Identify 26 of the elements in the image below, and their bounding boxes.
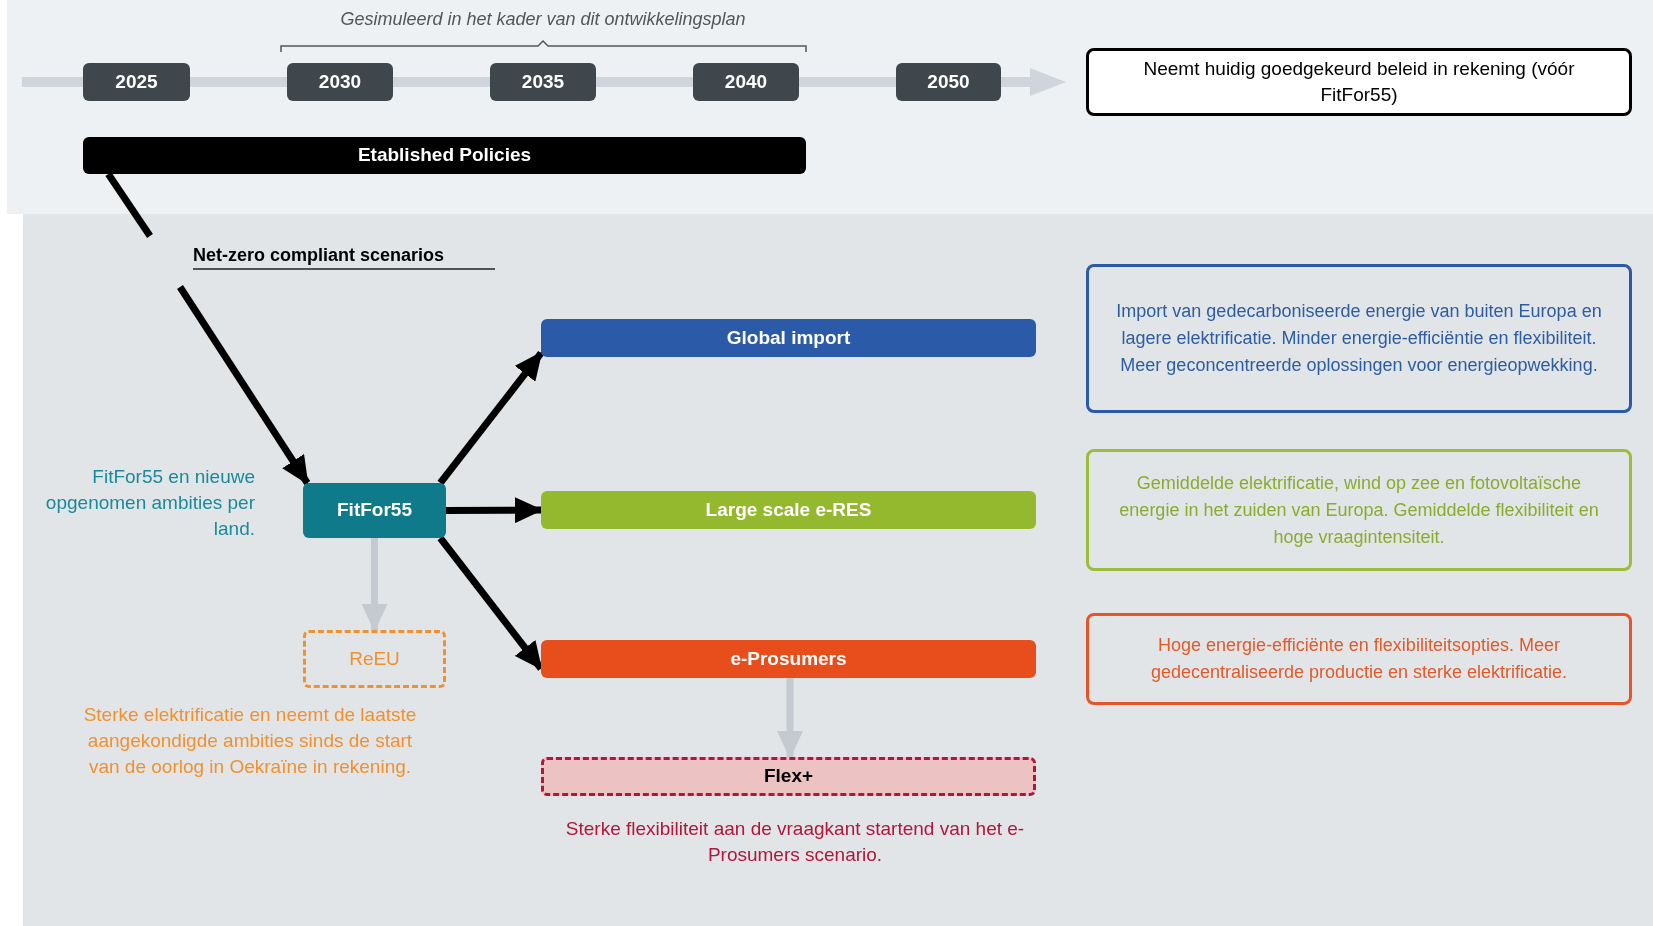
scenario-caption: FitFor55 en nieuwe opgenomen ambities per land. (44, 465, 255, 541)
year-marker: 2035 (490, 63, 596, 101)
year-marker: 2050 (896, 63, 1001, 101)
arrow (177, 285, 311, 485)
year-marker: 2030 (287, 63, 393, 101)
scenario-bar: e-Prosumers (541, 640, 1036, 678)
scenario-caption: Sterke elektrificatie en neemt de laatste aangekondigde ambities sinds de start van de oorlog in Oekraïne in rekening. (82, 703, 418, 779)
description-box: Import van gedecarboniseerde energie van buiten Europa en lagere elektrificatie. Minder energie-efficiëntie en flexibiliteit. Meer geconcentreerde oplossingen voor energieopwekking. (1086, 264, 1632, 413)
arrow (777, 678, 803, 759)
arrow (445, 497, 543, 524)
scenario-box: ReEU (303, 630, 446, 688)
annotation: Gesimuleerd in het kader van dit ontwikkelingsplan (339, 8, 747, 31)
scenario-caption: Sterke flexibiliteit aan de vraagkant startend van het e-Prosumers scenario. (564, 817, 1026, 867)
scenario-bar: Large scale e-RES (541, 491, 1036, 529)
arrow (437, 351, 544, 486)
description-box: Gemiddelde elektrificatie, wind op zee en fotovoltaïsche energie in het zuiden van Europa. Gemiddelde flexibiliteit en hoge vraagintensiteit. (1086, 449, 1632, 571)
scenario-box: FitFor55 (303, 483, 446, 538)
year-marker: 2040 (693, 63, 799, 101)
scenario-bar: Flex+ (541, 757, 1036, 796)
scenario-bar: Global import (541, 319, 1036, 357)
section-heading: Net-zero compliant scenarios (150, 236, 495, 287)
policy-bar: Etablished Policies (83, 137, 806, 174)
description-box: Hoge energie-efficiënte en flexibiliteitsopties. Meer gedecentraliseerde productie en sterke elektrificatie. (1086, 613, 1632, 705)
note-box: Neemt huidig goedgekeurd beleid in rekening (vóór FitFor55) (1086, 48, 1632, 116)
arrow (361, 538, 388, 632)
year-marker: 2025 (83, 63, 190, 101)
